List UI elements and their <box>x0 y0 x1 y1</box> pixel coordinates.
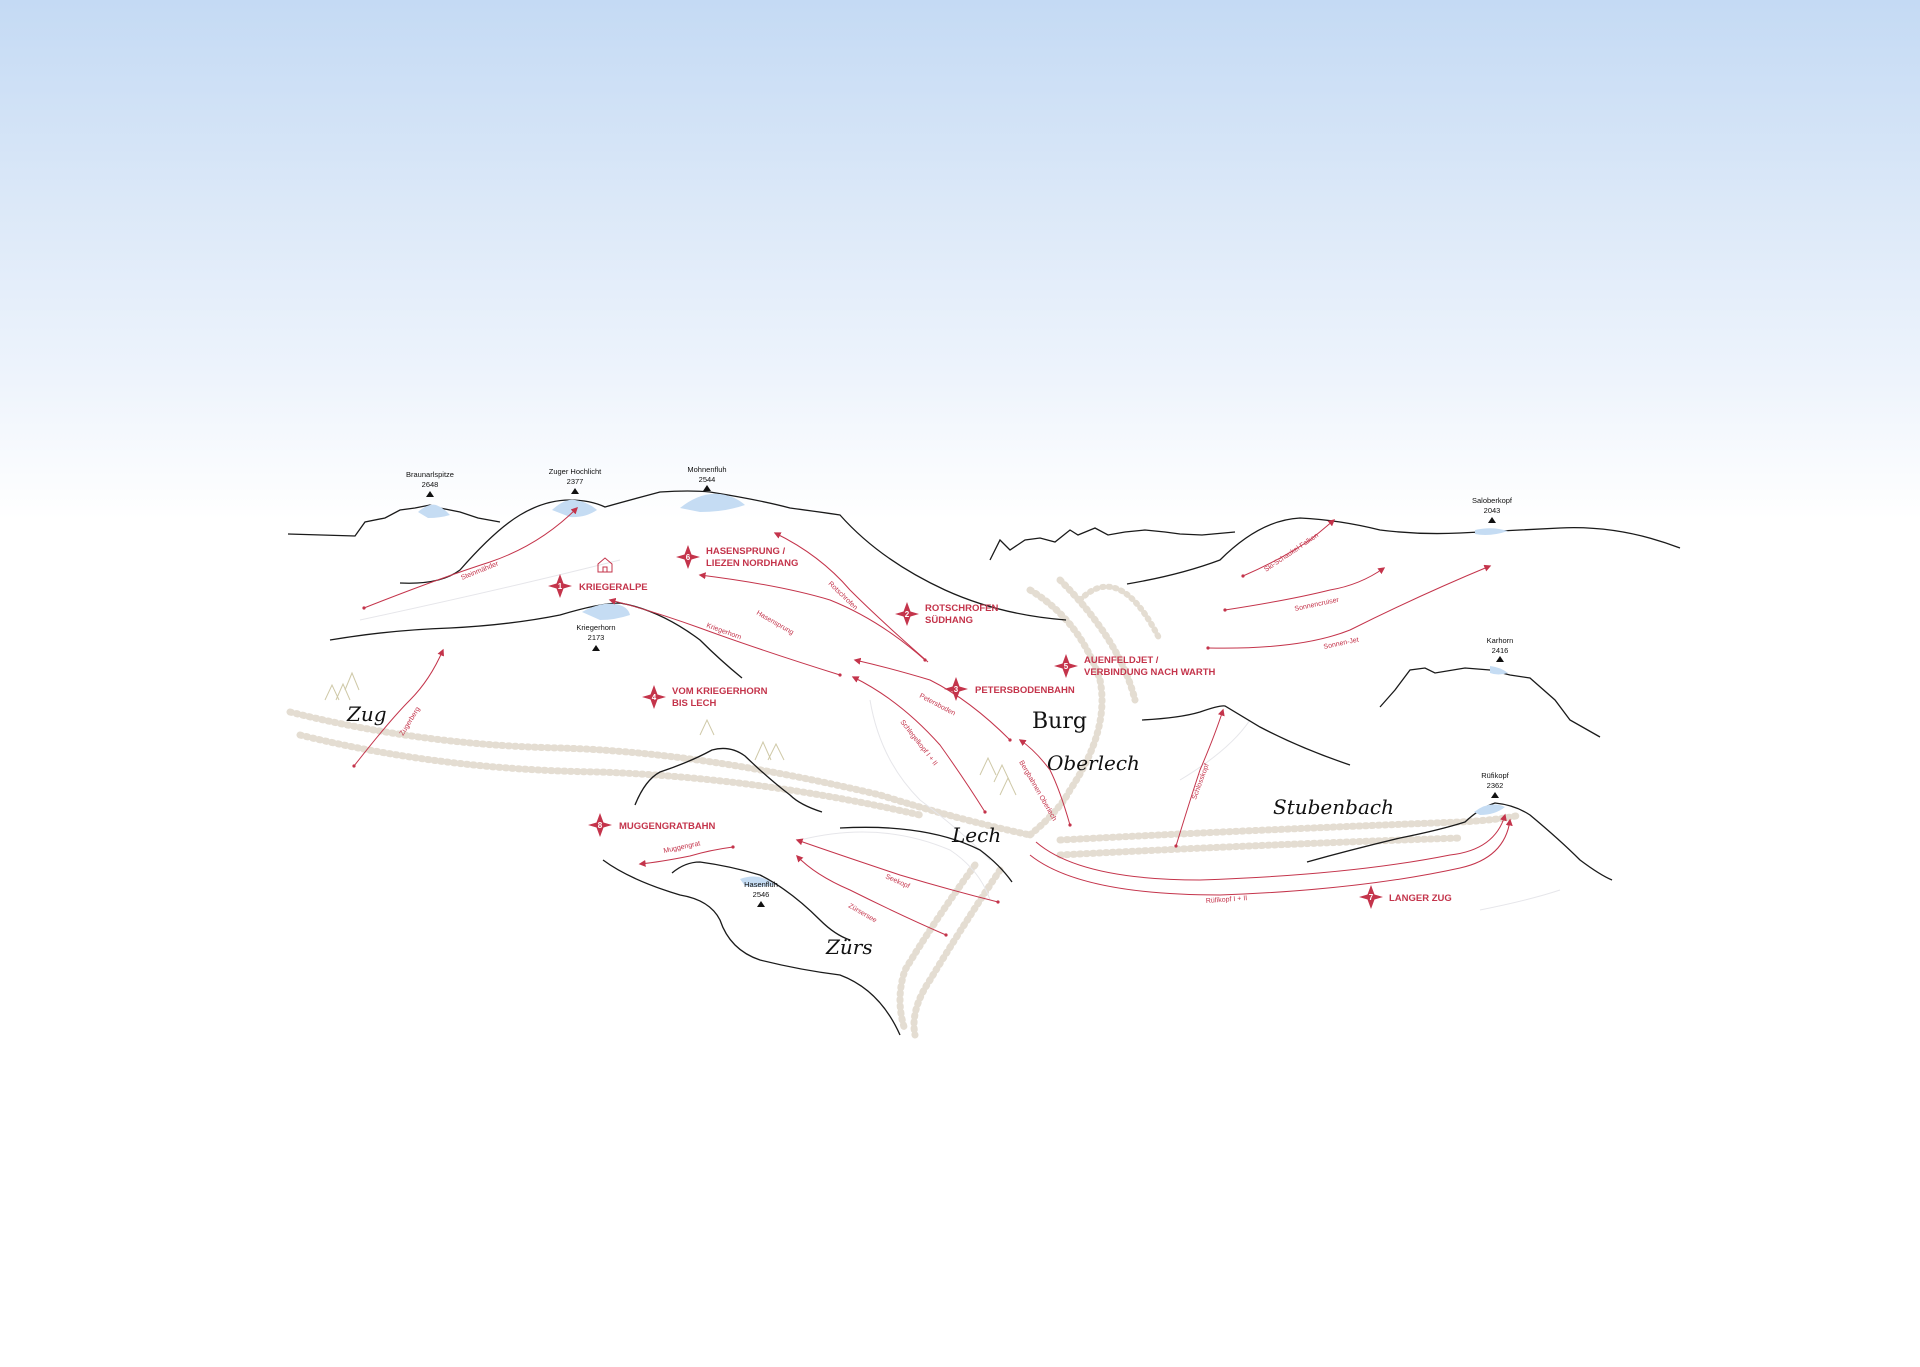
peak-triangle-icon <box>426 491 434 497</box>
lift-label-hasensprung: Hasensprung <box>755 610 795 637</box>
poi-label: KRIEGERALPE <box>579 582 648 593</box>
poi-number: 2 <box>905 610 910 619</box>
tree-clusters <box>324 671 1017 796</box>
poi-langer-zug[interactable]: 7 LANGER ZUG <box>1359 885 1452 909</box>
lift-routes <box>353 507 1513 936</box>
poi-auenfeldjet[interactable]: 5 AUENFELDJET / VERBINDUNG NACH WARTH <box>1054 654 1216 678</box>
peak-triangle-icon <box>1496 656 1504 662</box>
lift-label-sonnen-jet: Sonnen-Jet <box>1323 637 1360 651</box>
star-marker-icon <box>642 685 666 709</box>
lift-label-sonnencruiser: Sonnencruiser <box>1294 597 1340 613</box>
poi-label-line-1: ROTSCHROFEN <box>925 603 999 614</box>
peak-markers: Braunarlspitze 2648 Zuger Hochlicht 2377… <box>406 465 1513 907</box>
lift-label-ski-schaukel-falken: Ski-Schaukel Falken <box>1263 532 1320 574</box>
poi-number: 8 <box>598 821 603 830</box>
poi-rotschrofen-suedhang[interactable]: 2 ROTSCHROFEN SÜDHANG <box>895 602 999 626</box>
peak-braunarlspitze: Braunarlspitze 2648 <box>406 470 454 497</box>
lift-label-rotschrofen: Rotschrofen <box>827 580 859 611</box>
peak-kriegerhorn: Kriegerhorn 2173 <box>576 623 616 651</box>
peak-triangle-icon <box>592 645 600 651</box>
peak-triangle-icon <box>757 901 765 907</box>
star-marker-icon <box>548 574 572 598</box>
snow-caps <box>418 493 1508 887</box>
poi-number: 1 <box>558 582 563 591</box>
route-start-dots <box>352 574 1245 937</box>
poi-number: 5 <box>1064 662 1069 671</box>
peak-name: Rüfikopf <box>1481 771 1509 780</box>
peak-elevation: 2544 <box>699 475 716 484</box>
peak-triangle-icon <box>703 485 711 491</box>
peak-saloberkopf: Saloberkopf 2043 <box>1472 496 1513 523</box>
poi-label: PETERSBODENBAHN <box>975 685 1075 696</box>
poi-number: 6 <box>686 553 691 562</box>
peak-elevation: 2377 <box>567 477 584 486</box>
peak-triangle-icon <box>1488 517 1496 523</box>
valley-areas <box>286 576 1524 1039</box>
lift-label-seekopf: Seekopf <box>884 873 910 890</box>
peak-mohnenfluh: Mohnenfluh 2544 <box>687 465 727 491</box>
village-stubenbach: Stubenbach <box>1273 795 1394 819</box>
star-marker-icon <box>1359 885 1383 909</box>
peak-karhorn: Karhorn 2416 <box>1487 636 1514 662</box>
peak-name: Mohnenfluh <box>687 465 726 474</box>
lift-labels: Steinmähder Zugerberg Kriegerhorn Hasens… <box>399 532 1360 924</box>
peak-name: Kriegerhorn <box>576 623 615 632</box>
village-lech: Lech <box>951 823 1001 847</box>
peak-elevation: 2043 <box>1484 506 1501 515</box>
peak-triangle-icon <box>1491 792 1499 798</box>
peak-elevation: 2173 <box>588 633 605 642</box>
peak-elevation: 2546 <box>753 890 770 899</box>
village-zug: Zug <box>346 702 387 726</box>
lift-label-zuersersee: Zürsersee <box>847 903 878 925</box>
poi-vom-kriegerhorn-bis-lech[interactable]: 4 VOM KRIEGERHORN BIS LECH <box>642 685 768 709</box>
lift-label-petersboden: Petersboden <box>918 693 956 718</box>
star-marker-icon <box>895 602 919 626</box>
poi-label-line-1: VOM KRIEGERHORN <box>672 686 768 697</box>
village-burg: Burg <box>1032 709 1087 734</box>
poi-muggengratbahn[interactable]: 8 MUGGENGRATBAHN <box>588 813 716 837</box>
peak-elevation: 2648 <box>422 480 439 489</box>
poi-petersbodenbahn[interactable]: 3 PETERSBODENBAHN <box>944 677 1075 701</box>
peak-name: Saloberkopf <box>1472 496 1513 505</box>
peak-zuger-hochlicht: Zuger Hochlicht 2377 <box>549 467 602 494</box>
poi-label: LANGER ZUG <box>1389 893 1452 904</box>
peak-triangle-icon <box>571 488 579 494</box>
lift-label-zugerberg: Zugerberg <box>399 706 422 737</box>
lift-label-ruefikopf: Rüfikopf I + II <box>1206 895 1248 905</box>
star-marker-icon <box>1054 654 1078 678</box>
lift-label-muggengrat: Muggengrat <box>663 840 701 855</box>
poi-kriegeralpe[interactable]: 1 KRIEGERALPE <box>548 574 648 598</box>
poi-label-line-2: LIEZEN NORDHANG <box>706 558 798 569</box>
peak-ruefikopf: Rüfikopf 2362 <box>1481 771 1510 798</box>
ridge-lines <box>287 490 1681 1036</box>
hut-icon <box>597 557 613 573</box>
poi-number: 3 <box>954 685 959 694</box>
run-outlines <box>359 559 1561 911</box>
peak-elevation: 2416 <box>1492 646 1509 655</box>
village-labels: Zug Burg Oberlech Lech Stubenbach Zürs <box>346 702 1394 959</box>
poi-label-line-2: SÜDHANG <box>925 615 973 626</box>
peak-name: Zuger Hochlicht <box>549 467 602 476</box>
peak-name: Karhorn <box>1487 636 1514 645</box>
poi-label: MUGGENGRATBAHN <box>619 821 716 832</box>
poi-label-line-1: HASENSPRUNG / <box>706 546 786 557</box>
peak-name: Braunarlspitze <box>406 470 454 479</box>
poi-label-line-2: BIS LECH <box>672 698 716 709</box>
village-oberlech: Oberlech <box>1047 751 1140 775</box>
poi-label-line-1: AUENFELDJET / <box>1084 655 1159 666</box>
peak-elevation: 2362 <box>1487 781 1504 790</box>
star-marker-icon <box>676 545 700 569</box>
poi-label-line-2: VERBINDUNG NACH WARTH <box>1084 667 1216 678</box>
star-marker-icon <box>944 677 968 701</box>
poi-hasensprung-liezen-nordhang[interactable]: 6 HASENSPRUNG / LIEZEN NORDHANG <box>676 545 798 569</box>
poi-number: 4 <box>652 693 657 702</box>
peak-name: Hasenfluh <box>744 880 778 889</box>
poi-number: 7 <box>1369 893 1374 902</box>
lift-label-schlegelkopf: Schlegelkopf I + II <box>898 719 938 767</box>
poi-markers: 1 KRIEGERALPE 2 ROTSCHROFEN SÜDHANG 3 PE… <box>548 545 1452 909</box>
village-zuers: Zürs <box>825 935 873 959</box>
star-marker-icon <box>588 813 612 837</box>
peak-hasenfluh: Hasenfluh 2546 <box>744 880 778 907</box>
